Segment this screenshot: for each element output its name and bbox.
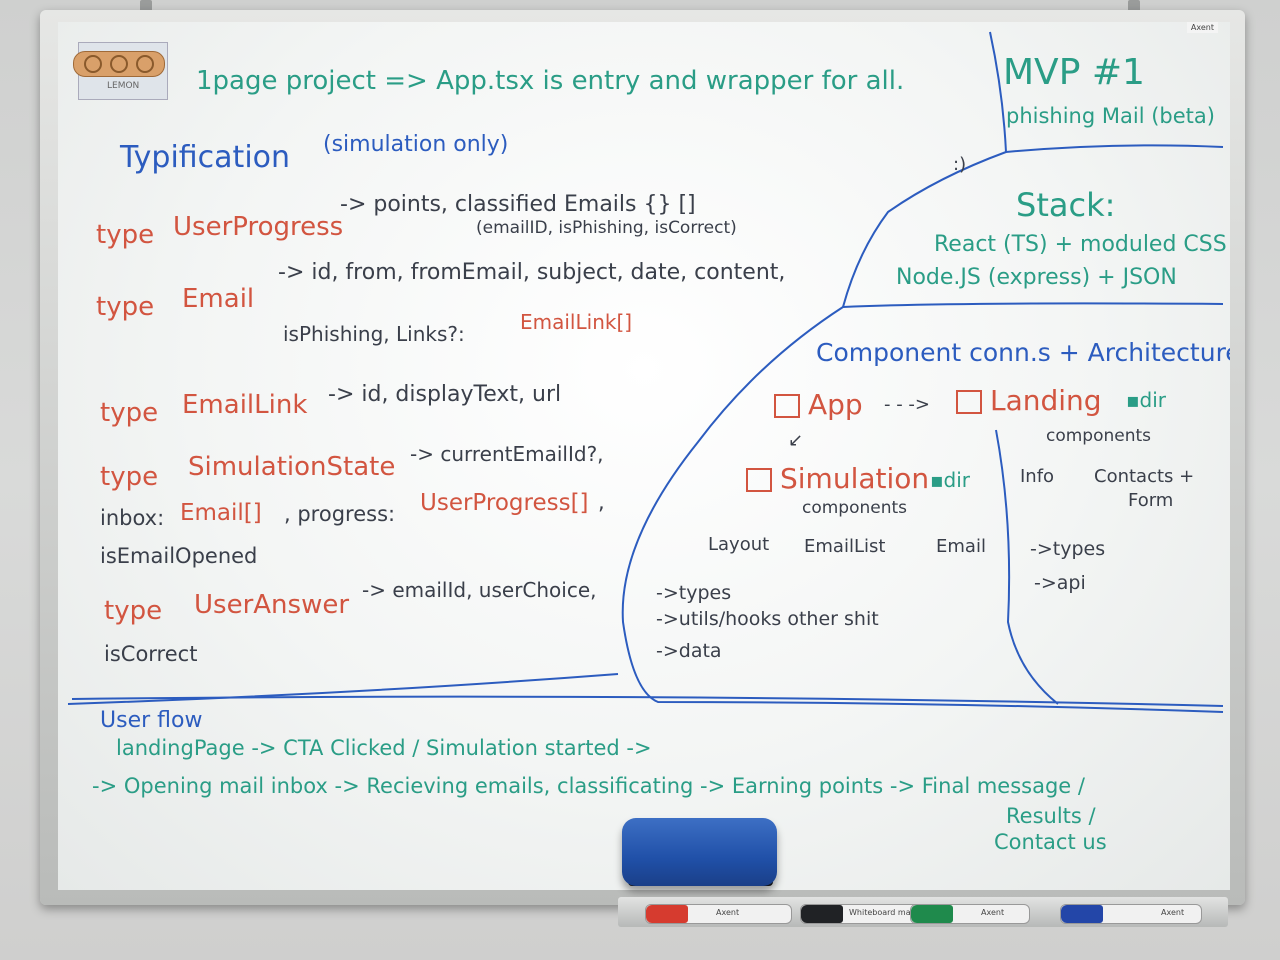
useranswer-fields: -> emailId, userChoice, <box>362 578 597 602</box>
mvp-subtitle: phishing Mail (beta) <box>1006 104 1215 128</box>
type-name-userprogress: UserProgress <box>173 212 344 242</box>
userflow-title: User flow <box>100 708 203 733</box>
type-name-simulationstate: SimulationState <box>188 452 396 482</box>
simulation-email: Email <box>936 536 986 557</box>
stack-line-1: React (TS) + moduled CSS <box>934 232 1227 257</box>
component-simulation-label: Simulation <box>780 462 930 495</box>
stack-line-2: Node.JS (express) + JSON <box>896 265 1177 290</box>
simulation-types: ->types <box>656 582 732 604</box>
type-name-email: Email <box>182 284 255 314</box>
marker-cap <box>646 905 688 923</box>
marker-label: Axent <box>716 908 740 917</box>
marker-label: Axent <box>1161 908 1185 917</box>
sticker-label: LEMON <box>107 81 140 91</box>
project-header: 1page project => App.tsx is entry and wr… <box>196 66 905 96</box>
emaillink-fields: -> id, displayText, url <box>328 382 562 407</box>
component-app: App <box>774 388 863 421</box>
userprogress-fields: -> points, classified Emails {} [] <box>340 192 696 217</box>
lemon-sticker: LEMON <box>73 42 168 100</box>
userflow-line-4: Contact us <box>994 830 1107 854</box>
simulation-emaillist: EmailList <box>804 536 886 557</box>
userprogress-fields-detail: (emailID, isPhishing, isCorrect) <box>476 218 737 238</box>
email-links-type: EmailLink[] <box>520 310 633 334</box>
landing-dir: ▪dir <box>1126 388 1167 412</box>
checkbox-drawing <box>774 394 800 418</box>
simulation-components: components <box>802 498 908 518</box>
simulationstate-emailopened: isEmailOpened <box>100 544 258 568</box>
smiley: :) <box>953 154 967 175</box>
simulation-data: ->data <box>656 640 722 662</box>
landing-form: Form <box>1128 490 1174 511</box>
simulationstate-inbox-type: Email[] <box>180 500 262 526</box>
landing-types: ->types <box>1030 538 1106 560</box>
email-fields-line-2: isPhishing, Links?: <box>283 322 465 346</box>
component-landing: Landing <box>956 384 1102 417</box>
marker-cap <box>911 905 953 923</box>
marker-label: Axent <box>981 908 1005 917</box>
simulationstate-inbox: inbox: <box>100 506 165 530</box>
landing-components: components <box>1046 426 1152 446</box>
simulation-dir: ▪dir <box>930 468 971 492</box>
checkbox-drawing <box>746 468 772 492</box>
simulationstate-progress-type: UserProgress[] <box>420 490 589 516</box>
component-app-label: App <box>808 388 863 421</box>
landing-info: Info <box>1020 466 1055 487</box>
brand-label: Axent <box>1186 22 1218 33</box>
blue-marker[interactable]: Axent <box>1060 904 1202 924</box>
userflow-line-3: Results / <box>1006 804 1096 828</box>
type-keyword: type <box>96 220 155 250</box>
component-simulation: Simulation <box>746 462 929 495</box>
simulationstate-comma: , <box>598 490 605 514</box>
app-to-simulation-arrow: ↙ <box>788 430 804 451</box>
app-to-landing-arrow: - - -> <box>884 394 931 415</box>
userflow-line-1: landingPage -> CTA Clicked / Simulation … <box>116 736 652 760</box>
simulation-layout: Layout <box>708 534 770 555</box>
type-keyword: type <box>96 292 155 322</box>
mvp-title: MVP #1 <box>1003 52 1145 93</box>
wooden-ornament <box>73 51 165 77</box>
board-drawings <box>67 31 1224 713</box>
typification-title: Typification <box>120 140 291 175</box>
marker-label: Whiteboard marker <box>849 908 927 917</box>
component-landing-label: Landing <box>990 384 1102 417</box>
marker-cap <box>801 905 843 923</box>
marker-cap <box>1061 905 1103 923</box>
green-marker[interactable]: Axent <box>910 904 1030 924</box>
type-name-emaillink: EmailLink <box>182 390 308 420</box>
simulation-utils: ->utils/hooks other shit <box>656 608 879 630</box>
red-marker[interactable]: Axent <box>645 904 792 924</box>
architecture-title: Component conn.s + Architecture <box>816 338 1230 367</box>
type-name-useranswer: UserAnswer <box>194 590 350 620</box>
type-keyword: type <box>100 398 159 428</box>
whiteboard-surface: Axent LEMON 1page project => App.tsx is … <box>58 22 1230 890</box>
simulationstate-progress: , progress: <box>284 502 396 526</box>
checkbox-drawing <box>956 390 982 414</box>
useranswer-iscorrect: isCorrect <box>104 642 198 666</box>
typification-note: (simulation only) <box>323 132 509 157</box>
stack-title: Stack: <box>1016 186 1116 224</box>
type-keyword: type <box>100 462 159 492</box>
email-fields: -> id, from, fromEmail, subject, date, c… <box>278 260 786 285</box>
type-keyword: type <box>104 596 163 626</box>
userflow-line-2: -> Opening mail inbox -> Recieving email… <box>92 774 1085 798</box>
landing-contacts: Contacts + <box>1094 466 1195 487</box>
simulationstate-fields: -> currentEmailId?, <box>410 442 604 466</box>
eraser[interactable] <box>622 818 777 886</box>
landing-api: ->api <box>1034 572 1086 594</box>
